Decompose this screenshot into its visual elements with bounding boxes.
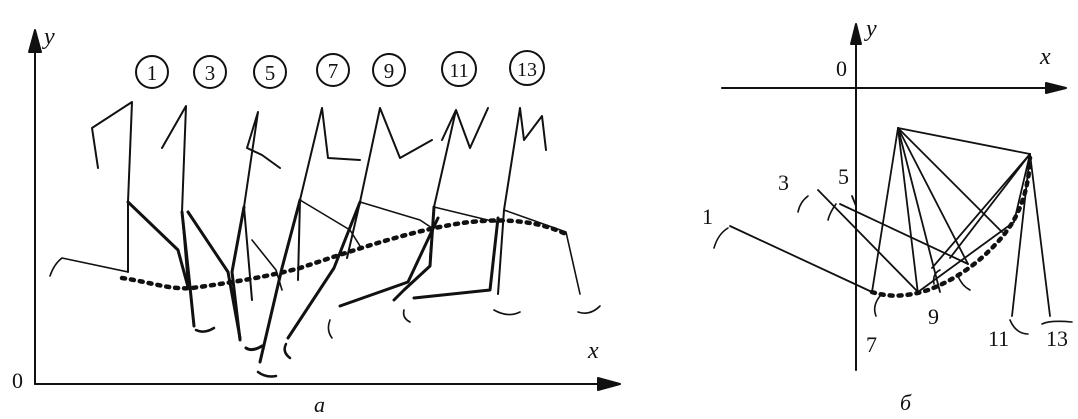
phase-label-13: 13 bbox=[509, 50, 545, 86]
panel-b-y-label: y bbox=[864, 16, 877, 42]
panel-b-phase-1: 1 bbox=[702, 204, 713, 229]
stick-phase-5 bbox=[230, 111, 283, 352]
panel-b-limbs bbox=[729, 127, 1051, 317]
phase-label-3: 3 bbox=[193, 55, 227, 89]
panel-b-x-arrow bbox=[1045, 82, 1067, 94]
phase-label-11: 11 bbox=[441, 51, 477, 87]
stick-phase-1 bbox=[49, 101, 190, 289]
panel-a-caption: а bbox=[314, 392, 325, 417]
svg-text:7: 7 bbox=[328, 59, 339, 83]
panel-b: y x 0 б 1 3 5 7 9 11 13 bbox=[702, 16, 1073, 415]
panel-a-x-arrow bbox=[597, 377, 621, 391]
panel-a-phase-labels: 1 3 5 7 9 11 1 bbox=[135, 50, 545, 89]
svg-text:11: 11 bbox=[449, 60, 468, 82]
panel-a-x-label: x bbox=[587, 338, 599, 364]
panel-b-phase-9: 9 bbox=[928, 304, 939, 329]
panel-b-origin-label: 0 bbox=[836, 56, 847, 81]
phase-label-9: 9 bbox=[372, 53, 406, 87]
panel-b-13-overline bbox=[1041, 320, 1073, 325]
panel-a-origin-label: 0 bbox=[12, 368, 23, 393]
panel-a-stick-figures bbox=[49, 101, 601, 378]
svg-text:13: 13 bbox=[517, 59, 537, 81]
panel-a: y x 0 а 1 3 5 7 9 bbox=[12, 24, 621, 417]
panel-b-phase-7: 7 bbox=[866, 332, 877, 357]
panel-b-foot-marks bbox=[713, 195, 1029, 335]
stick-phase-9 bbox=[283, 107, 433, 360]
panel-b-phase-3: 3 bbox=[778, 170, 789, 195]
panel-b-trajectory bbox=[869, 155, 1033, 298]
panel-a-axes bbox=[28, 29, 621, 391]
stick-phase-11 bbox=[338, 107, 497, 308]
phase-label-5: 5 bbox=[253, 55, 287, 89]
svg-text:5: 5 bbox=[265, 61, 276, 85]
panel-b-y-arrow bbox=[850, 23, 862, 45]
stick-phase-3 bbox=[161, 105, 242, 340]
svg-text:1: 1 bbox=[147, 61, 158, 85]
svg-text:9: 9 bbox=[384, 59, 395, 83]
panel-a-trajectory bbox=[119, 218, 569, 291]
panel-b-x-label: x bbox=[1039, 44, 1051, 70]
svg-text:3: 3 bbox=[205, 61, 216, 85]
panel-b-axes bbox=[721, 23, 1067, 371]
panel-b-phase-11: 11 bbox=[988, 326, 1009, 351]
panel-a-y-label: y bbox=[42, 24, 55, 50]
panel-a-y-arrow bbox=[28, 29, 42, 53]
panel-b-phase-13: 13 bbox=[1046, 326, 1068, 351]
phase-label-7: 7 bbox=[316, 53, 350, 87]
panel-b-phase-5: 5 bbox=[838, 164, 849, 189]
phase-label-1: 1 bbox=[135, 55, 169, 89]
panel-b-caption: б bbox=[900, 390, 912, 415]
